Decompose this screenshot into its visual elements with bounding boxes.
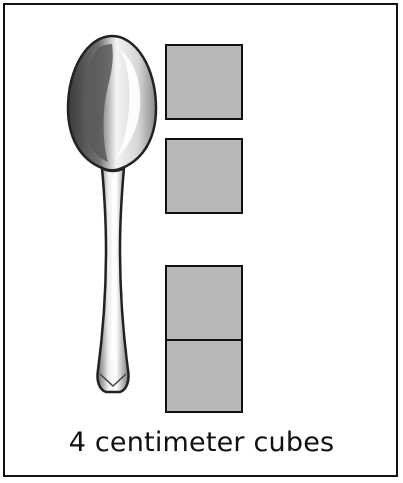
spoon-icon — [58, 30, 166, 402]
centimeter-cube-2 — [165, 138, 243, 214]
centimeter-cube-3 — [165, 265, 243, 341]
caption-text: 4 centimeter cubes — [0, 426, 403, 460]
centimeter-cube-4 — [165, 339, 243, 413]
centimeter-cube-1 — [165, 44, 243, 120]
